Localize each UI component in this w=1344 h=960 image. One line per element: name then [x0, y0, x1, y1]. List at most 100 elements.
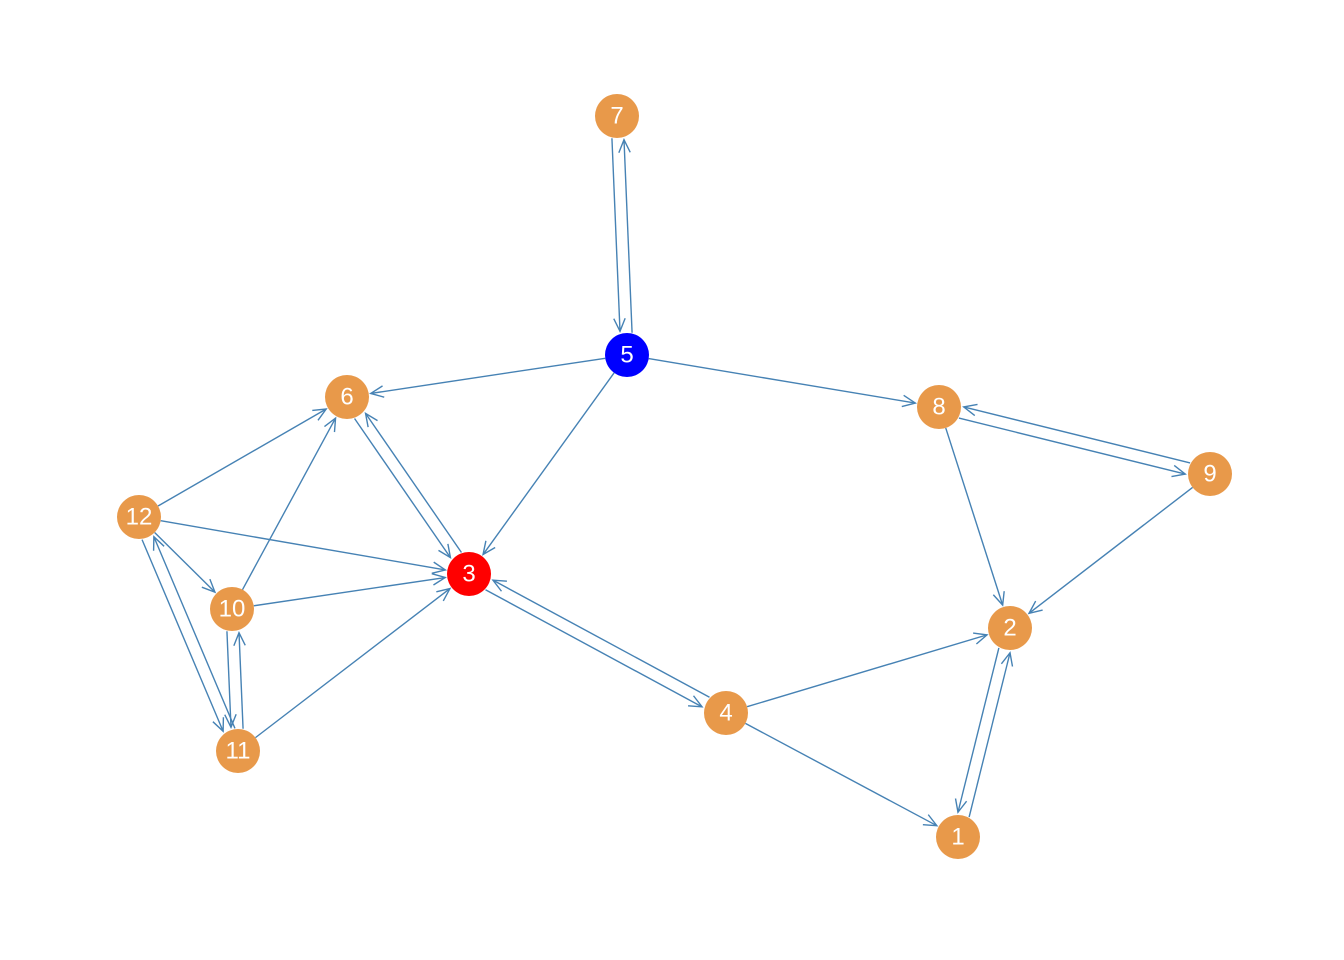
arrowhead	[438, 543, 452, 560]
node-circle	[447, 552, 491, 596]
edge-line	[968, 652, 1011, 818]
node-6: 6	[325, 375, 369, 419]
edge-line	[255, 588, 451, 739]
arrowhead	[212, 717, 225, 733]
edge-11-to-3	[255, 587, 452, 739]
arrowhead	[973, 632, 989, 645]
edge-10-to-11	[224, 631, 237, 729]
arrowhead	[1027, 600, 1043, 615]
node-7: 7	[595, 94, 639, 138]
arrowhead	[992, 591, 1005, 607]
edge-4-to-3	[491, 579, 710, 698]
edge-line	[492, 579, 710, 698]
edge-5-to-6	[369, 357, 606, 398]
edge-line	[745, 722, 938, 827]
node-label: 11	[226, 737, 251, 764]
arrowhead	[364, 411, 378, 428]
edge-line	[957, 647, 1000, 813]
edge-layer	[141, 138, 1193, 827]
node-label: 10	[219, 595, 246, 622]
edge-4-to-2	[746, 632, 989, 708]
edge-line	[648, 357, 916, 404]
arrowhead	[369, 385, 385, 398]
edge-line	[482, 372, 615, 555]
edge-6-to-3	[353, 418, 452, 560]
arrowhead	[618, 138, 631, 153]
node-label: 6	[340, 383, 353, 410]
arrowhead	[901, 394, 918, 408]
edge-5-to-8	[648, 357, 918, 408]
arrowhead	[324, 416, 337, 433]
arrowhead	[491, 579, 507, 592]
arrowhead	[954, 798, 968, 814]
edge-line	[141, 539, 224, 732]
node-label: 12	[126, 503, 153, 530]
edge-12-to-11	[141, 539, 225, 733]
edge-line	[238, 632, 244, 729]
node-5: 5	[605, 333, 649, 377]
edge-5-to-3	[482, 372, 615, 556]
arrowhead	[152, 535, 165, 551]
edge-5-to-7	[618, 138, 633, 333]
edge-line	[623, 139, 633, 333]
edge-12-to-10	[154, 531, 217, 594]
edge-line	[963, 406, 1191, 464]
edge-line	[746, 634, 988, 708]
edge-9-to-2	[1027, 486, 1193, 615]
edge-line	[154, 531, 216, 593]
edge-8-to-2	[945, 427, 1005, 607]
arrowhead	[431, 573, 447, 586]
arrowhead	[1000, 651, 1014, 667]
arrowhead	[233, 631, 246, 646]
arrowhead	[482, 540, 496, 556]
node-label: 9	[1203, 460, 1216, 487]
edge-10-to-3	[253, 573, 447, 607]
node-2: 2	[988, 606, 1032, 650]
edge-2-to-1	[954, 647, 1000, 814]
arrowhead	[922, 814, 939, 827]
arrowhead	[201, 578, 217, 594]
node-12: 12	[117, 495, 161, 539]
node-4: 4	[704, 691, 748, 735]
node-circle	[936, 815, 980, 859]
edge-line	[157, 408, 327, 507]
node-circle	[704, 691, 748, 735]
edge-line	[958, 417, 1186, 475]
node-circle	[605, 333, 649, 377]
edge-4-to-1	[745, 722, 939, 827]
edge-1-to-2	[968, 651, 1014, 818]
edge-9-to-8	[962, 403, 1191, 464]
edge-line	[353, 418, 452, 559]
edge-line	[153, 536, 236, 729]
node-8: 8	[917, 385, 961, 429]
edge-line	[485, 589, 703, 708]
node-circle	[216, 729, 260, 773]
node-10: 10	[210, 587, 254, 631]
edge-10-to-6	[241, 416, 337, 590]
node-1: 1	[936, 815, 980, 859]
node-circle	[595, 94, 639, 138]
node-label: 1	[951, 823, 964, 850]
edge-line	[241, 417, 337, 590]
edge-3-to-4	[485, 589, 704, 708]
node-label: 7	[610, 102, 623, 129]
edge-11-to-12	[152, 535, 236, 729]
arrowhead	[613, 318, 626, 333]
node-9: 9	[1188, 452, 1232, 496]
edge-line	[945, 427, 1004, 606]
arrowhead	[436, 587, 452, 602]
node-label: 8	[932, 393, 945, 420]
edge-7-to-5	[611, 138, 626, 333]
edge-11-to-10	[233, 631, 246, 729]
node-circle	[1188, 452, 1232, 496]
node-3: 3	[447, 552, 491, 596]
edge-8-to-9	[958, 417, 1187, 478]
edge-line	[370, 357, 606, 395]
edge-line	[1028, 486, 1193, 614]
edge-3-to-6	[364, 411, 463, 553]
edge-line	[253, 576, 446, 607]
arrowhead	[1171, 464, 1187, 478]
arrowhead	[312, 408, 328, 421]
